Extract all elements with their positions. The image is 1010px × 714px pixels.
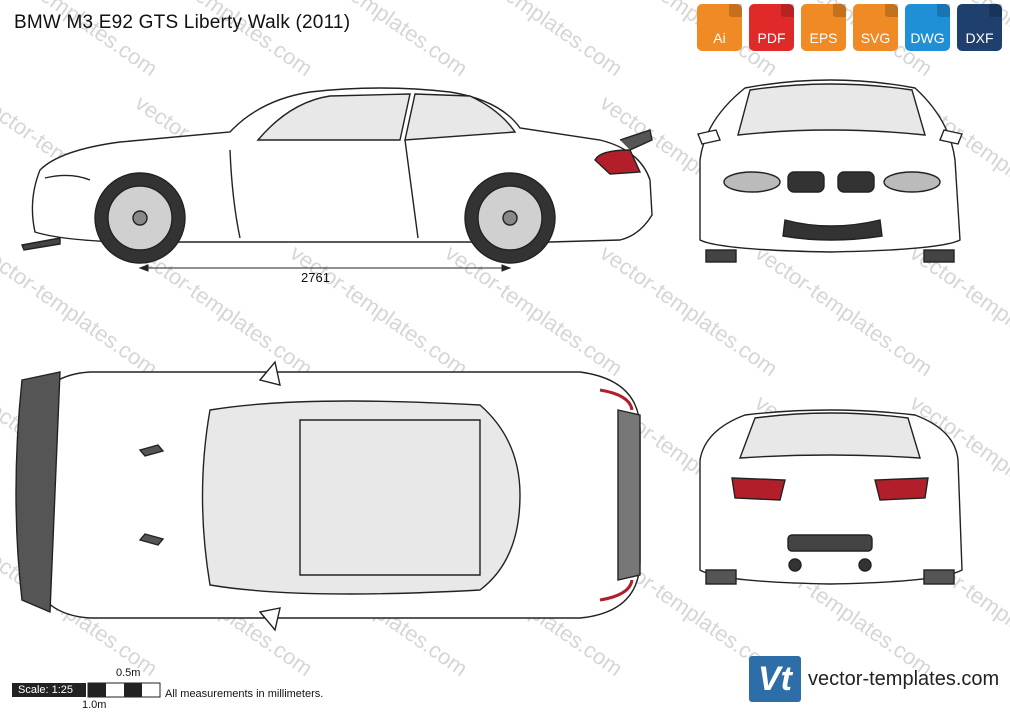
half-meter-label: 0.5m bbox=[116, 667, 141, 679]
page-fold-icon bbox=[989, 4, 1002, 17]
format-label: PDF bbox=[757, 30, 786, 46]
scale-ruler bbox=[87, 682, 161, 698]
format-label: Ai bbox=[713, 30, 726, 46]
format-buttons: Ai PDF EPS SVG DWG DXF bbox=[697, 4, 1002, 51]
page-fold-icon bbox=[885, 4, 898, 17]
scale-label: Scale: 1:25 bbox=[12, 683, 86, 697]
site-name[interactable]: vector-templates.com bbox=[808, 668, 1000, 690]
measurement-note: All measurements in millimeters. bbox=[165, 688, 324, 700]
format-label: DXF bbox=[965, 30, 994, 46]
page-fold-icon bbox=[833, 4, 846, 17]
ai-format-button[interactable]: Ai bbox=[697, 4, 742, 51]
page-fold-icon bbox=[937, 4, 950, 17]
format-label: SVG bbox=[860, 30, 891, 46]
dwg-format-button[interactable]: DWG bbox=[905, 4, 950, 51]
top-view bbox=[15, 360, 641, 632]
page-fold-icon bbox=[729, 4, 742, 17]
scale-block: 0.5m Scale: 1:25 1.0m bbox=[12, 667, 162, 711]
pdf-format-button[interactable]: PDF bbox=[749, 4, 794, 51]
front-view bbox=[697, 79, 963, 263]
vector-templates-logo[interactable]: Vt bbox=[749, 656, 801, 702]
page-fold-icon bbox=[781, 4, 794, 17]
wheelbase-label: 2761 bbox=[301, 270, 330, 285]
format-label: DWG bbox=[910, 30, 945, 46]
svg-format-button[interactable]: SVG bbox=[853, 4, 898, 51]
page-title: BMW M3 E92 GTS Liberty Walk (2011) bbox=[14, 12, 351, 33]
one-meter-label: 1.0m bbox=[82, 699, 107, 711]
eps-format-button[interactable]: EPS bbox=[801, 4, 846, 51]
dxf-format-button[interactable]: DXF bbox=[957, 4, 1002, 51]
rear-view bbox=[699, 409, 963, 585]
wheelbase-dimension bbox=[138, 264, 512, 272]
side-view bbox=[21, 87, 653, 264]
logo-letters: Vt bbox=[758, 659, 792, 698]
format-label: EPS bbox=[809, 30, 838, 46]
